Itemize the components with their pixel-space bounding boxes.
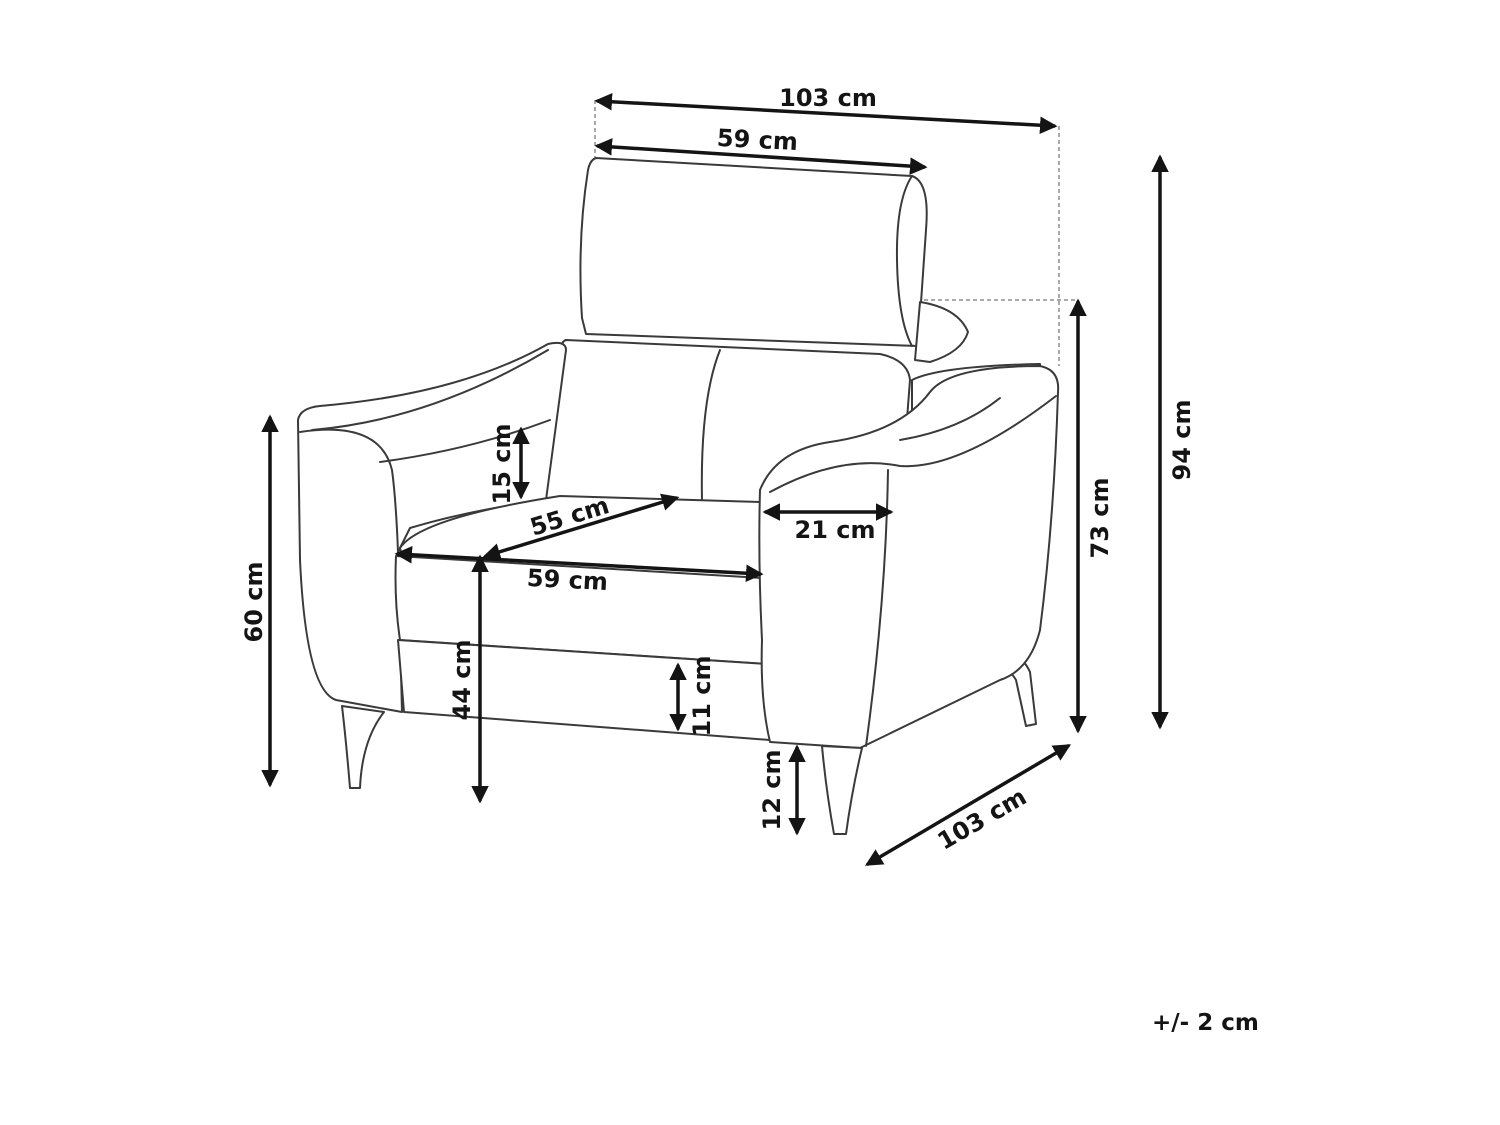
label-armrest-width: 21 cm — [795, 516, 876, 544]
label-seat-width: 59 cm — [526, 564, 608, 596]
arrow-seat-width — [394, 546, 764, 582]
headrest — [579, 157, 928, 347]
arrow-depth-total — [864, 744, 1072, 866]
label-headrest-width: 59 cm — [716, 124, 798, 156]
headrest-wing — [914, 301, 969, 363]
right-armrest — [758, 365, 1060, 749]
armchair-drawing — [297, 157, 1060, 835]
label-leg-height: 12 cm — [758, 750, 786, 831]
label-backrest-cushion-height: 15 cm — [488, 424, 516, 505]
label-seat-cushion-height: 11 cm — [688, 656, 716, 737]
left-armrest — [297, 341, 567, 713]
label-back-height: 73 cm — [1086, 478, 1114, 559]
arrow-width-total — [594, 93, 1058, 134]
front-left-leg — [341, 705, 385, 789]
arrow-headrest-width — [594, 138, 928, 175]
dimension-arrows — [261, 93, 1169, 866]
label-seat-height: 44 cm — [448, 640, 476, 721]
label-total-height: 94 cm — [1168, 400, 1196, 481]
tolerance-note: +/- 2 cm — [1152, 1010, 1259, 1036]
label-width-total: 103 cm — [779, 84, 877, 112]
label-arm-height: 60 cm — [240, 562, 268, 643]
front-right-leg — [821, 745, 863, 835]
